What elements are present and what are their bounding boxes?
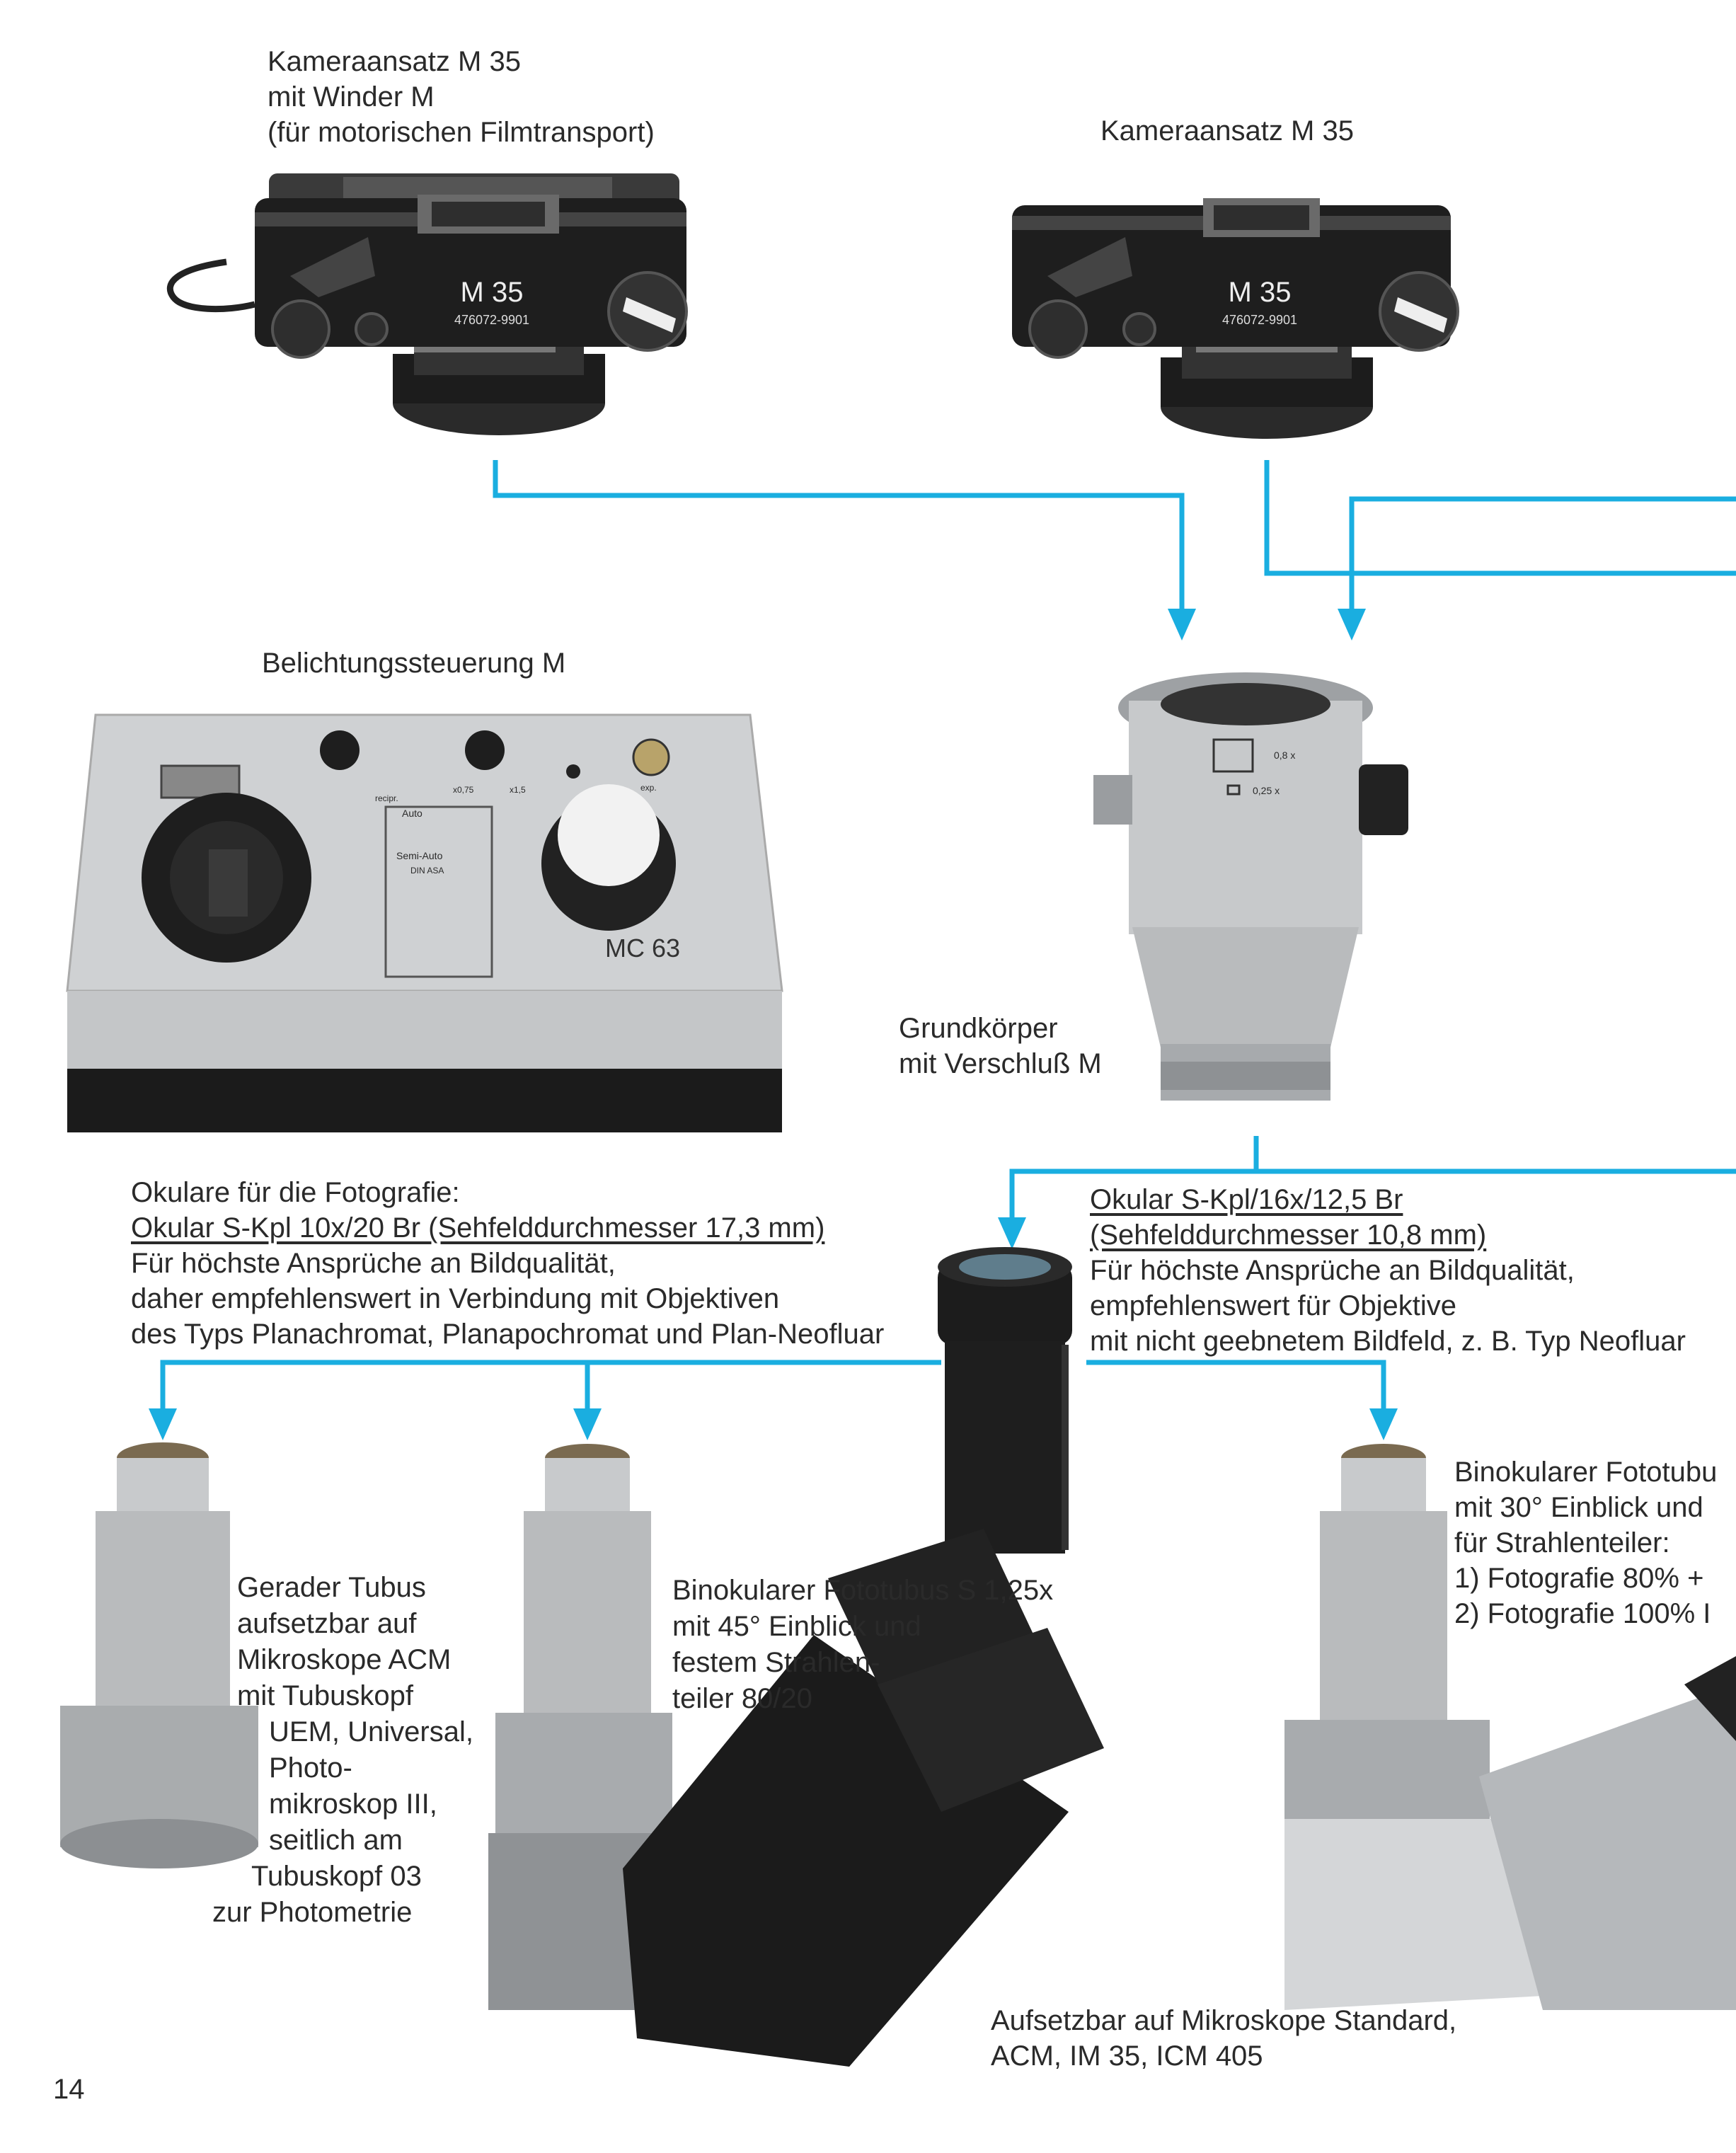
straight-tube-line: Mikroskope ACM: [237, 1644, 452, 1675]
connector-line: [1349, 496, 1736, 609]
binocular-45-line: mit 45° Einblick und: [672, 1611, 921, 1642]
arrow-down-icon: [1168, 609, 1196, 641]
page-number: 14: [53, 2074, 85, 2105]
camera-winder-label-line: (für motorischen Filmtransport): [268, 117, 655, 148]
straight-tube-line: zur Photometrie: [212, 1897, 413, 1928]
eyepiece-right-line: empfehlenswert für Objektive: [1090, 1290, 1457, 1321]
camera-winder-label: Kameraansatz M 35 mit Winder M (für moto…: [268, 44, 655, 150]
straight-tube-line: Tubuskopf 03: [251, 1861, 422, 1892]
exposure-panel-exp: exp.: [640, 783, 657, 793]
camera-winder-model: M 35: [460, 277, 524, 308]
eyepiece-right-line: (Sehfelddurchmesser 10,8 mm): [1090, 1219, 1487, 1251]
connector-line: [160, 1360, 941, 1408]
binocular-45-line: festem Strahlen-: [672, 1647, 880, 1678]
eyepiece-left-line: des Typs Planachromat, Planapochromat un…: [131, 1319, 885, 1350]
connector-line: [1264, 460, 1736, 576]
eyepiece-right-line: Für höchste Ansprüche an Bildqualität,: [1090, 1255, 1575, 1286]
exposure-panel-auto: Auto: [402, 808, 422, 819]
exposure-panel-din-asa: DIN ASA: [410, 866, 444, 875]
arrow-down-icon: [1369, 1408, 1398, 1440]
exposure-panel-semi-auto: Semi-Auto: [396, 850, 443, 861]
arrow-down-icon: [149, 1408, 177, 1440]
binocular-45-line: teiler 80/20: [672, 1683, 812, 1714]
eyepiece-left-line: daher empfehlenswert in Verbindung mit O…: [131, 1283, 780, 1314]
base-body-label: Grundkörper mit Verschluß M: [899, 1011, 1132, 1081]
camera-plain-model: M 35: [1228, 277, 1292, 308]
camera-winder-label-line: mit Winder M: [268, 81, 435, 113]
straight-tube-line: Photo-: [269, 1752, 352, 1784]
eyepiece-right-line: Okular S-Kpl/16x/12,5 Br: [1090, 1184, 1403, 1215]
eyepiece-left-line: Okular S-Kpl 10x/20 Br (Sehfelddurchmess…: [131, 1212, 825, 1244]
arrow-down-icon: [998, 1217, 1026, 1249]
base-body-label-line: mit Verschluß M: [899, 1048, 1102, 1079]
mount-note-line: ACM, IM 35, ICM 405: [991, 2040, 1263, 2072]
camera-winder-serial: 476072-9901: [454, 313, 530, 327]
eyepiece-right-label: Okular S-Kpl/16x/12,5 Br (Sehfelddurchme…: [1090, 1182, 1686, 1359]
straight-tube-line: seitlich am: [269, 1825, 403, 1856]
camera-winder-label-line: Kameraansatz M 35: [268, 46, 521, 77]
camera-plain-serial: 476072-9901: [1221, 313, 1298, 327]
arrow-down-icon: [573, 1408, 602, 1440]
straight-tube-line: aufsetzbar auf: [237, 1608, 417, 1639]
straight-tube-line: mit Tubuskopf: [237, 1680, 414, 1711]
binocular-30-label: Binokularer Fototubu mit 30° Einblick un…: [1454, 1454, 1717, 1631]
base-body-label-line: Grundkörper: [899, 1013, 1058, 1044]
connector-line: [1086, 1360, 1386, 1408]
exposure-model-label: MC 63: [605, 934, 681, 963]
straight-tube-line: Gerader Tubus: [237, 1572, 426, 1603]
straight-tube-line: mikroskop III,: [269, 1789, 437, 1820]
exposure-control-label: Belichtungssteuerung M: [262, 648, 566, 679]
binocular-30-line: für Strahlenteiler:: [1454, 1527, 1670, 1558]
arrow-down-icon: [1338, 609, 1366, 641]
exposure-panel-recipr: recipr.: [375, 793, 398, 803]
eyepiece-right-line: mit nicht geebnetem Bildfeld, z. B. Typ …: [1090, 1326, 1686, 1357]
base-body-mark-1: 0,8 x: [1274, 750, 1296, 761]
mount-note-label: Aufsetzbar auf Mikroskope Standard, ACM,…: [991, 2003, 1456, 2074]
camera-plain-label: Kameraansatz M 35: [1100, 115, 1354, 147]
straight-tube-line: UEM, Universal,: [269, 1716, 473, 1747]
binocular-30-line: 1) Fotografie 80% +: [1454, 1563, 1704, 1594]
base-body-mark-2: 0,25 x: [1253, 785, 1280, 796]
binocular-45-label: Binokularer Fototubus S 1,25x mit 45° Ei…: [672, 1573, 1053, 1717]
eyepiece-left-label: Okulare für die Fotografie: Okular S-Kpl…: [131, 1175, 884, 1352]
binocular-45-line: Binokularer Fototubus S 1,25x: [672, 1575, 1054, 1606]
connector-line: [493, 460, 1185, 609]
eyepiece-left-line: Für höchste Ansprüche an Bildqualität,: [131, 1248, 616, 1279]
connector-line: [1009, 1136, 1259, 1217]
exposure-panel-factor-low: x0,75: [453, 785, 474, 795]
eyepiece-left-line: Okulare für die Fotografie:: [131, 1177, 460, 1208]
mount-note-line: Aufsetzbar auf Mikroskope Standard,: [991, 2005, 1457, 2036]
exposure-panel-factor-high: x1,5: [510, 785, 526, 795]
binocular-30-line: 2) Fotografie 100% I: [1454, 1598, 1711, 1629]
binocular-30-line: Binokularer Fototubu: [1454, 1457, 1718, 1488]
straight-tube-label: Gerader Tubus aufsetzbar auf Mikroskope …: [198, 1570, 481, 1931]
binocular-30-line: mit 30° Einblick und: [1454, 1492, 1703, 1523]
